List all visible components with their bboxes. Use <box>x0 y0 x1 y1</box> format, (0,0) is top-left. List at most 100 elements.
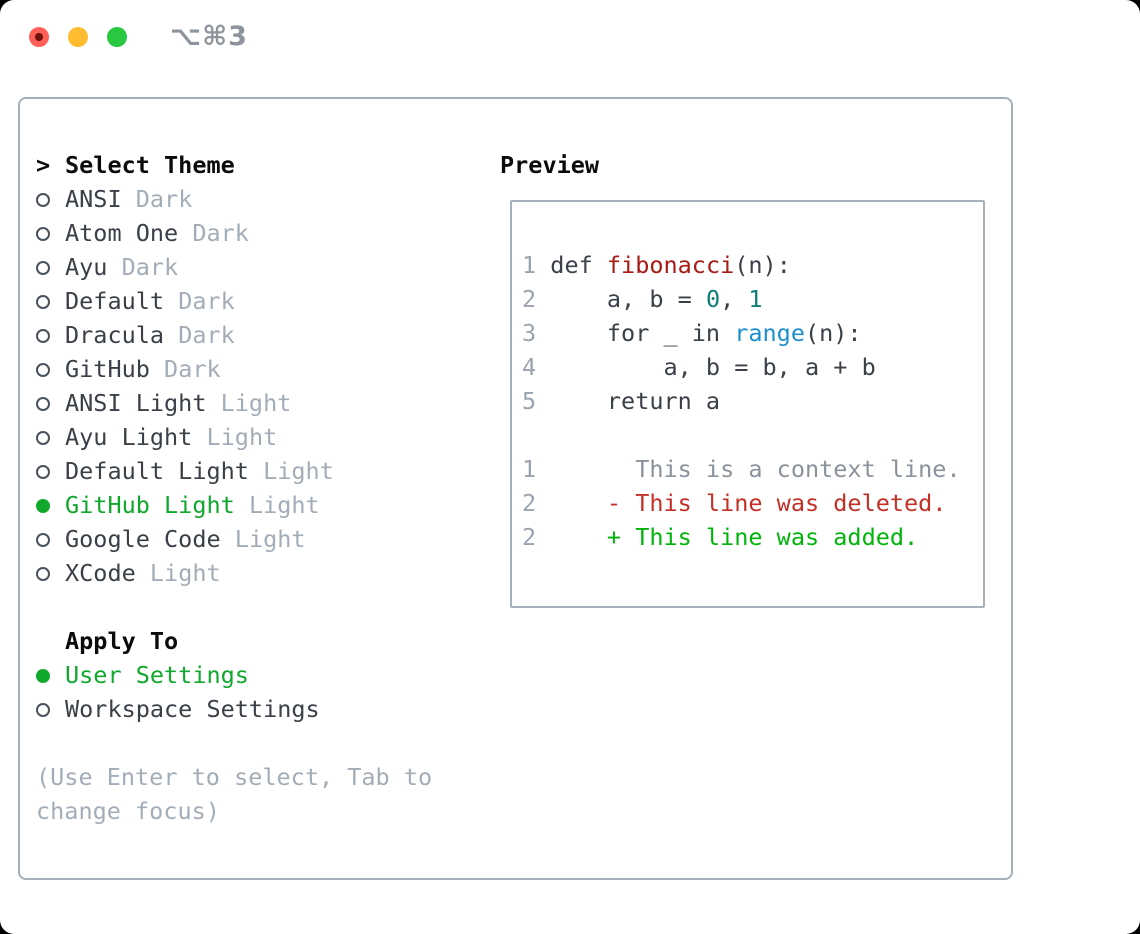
code-line <box>522 418 983 452</box>
code-token-func: fibonacci <box>606 251 735 279</box>
code-token-code: for _ in <box>536 319 735 347</box>
theme-variant-label: Light <box>149 559 221 587</box>
select-theme-title: Select Theme <box>65 151 235 179</box>
theme-option-xcode[interactable]: XCode Light <box>36 556 432 590</box>
theme-option-ayu[interactable]: Ayu Dark <box>36 250 432 284</box>
theme-variant-label: Dark <box>164 355 221 383</box>
option-label: Workspace Settings <box>65 695 320 723</box>
help-text: (Use Enter to select, Tab to change focus… <box>36 760 432 828</box>
radio-icon <box>36 216 65 250</box>
radio-icon <box>36 692 65 726</box>
option-label: Google Code <box>65 525 221 553</box>
minimize-button[interactable] <box>68 27 88 47</box>
code-token-context: This is a context line. <box>536 455 961 483</box>
option-label: Default Light <box>65 457 249 485</box>
preview-title: Preview <box>500 151 600 179</box>
radio-icon <box>36 386 65 420</box>
help-text-line: (Use Enter to select, Tab to <box>36 763 433 791</box>
theme-option-default[interactable]: Default Dark <box>36 284 432 318</box>
theme-variant-label: Dark <box>192 219 249 247</box>
code-token-num: 0 <box>705 285 721 313</box>
code-line: 1 def fibonacci(n): <box>522 248 983 282</box>
theme-variant-label: Dark <box>178 321 235 349</box>
theme-option-github-light[interactable]: GitHub Light Light <box>36 488 432 522</box>
code-token-added: + This line was added. <box>536 523 919 551</box>
theme-option-ayu-light[interactable]: Ayu Light Light <box>36 420 432 454</box>
code-token-builtin: range <box>734 319 805 347</box>
option-label: Atom One <box>65 219 179 247</box>
code-line: 2 - This line was deleted. <box>522 486 983 520</box>
line-number: 4 <box>522 353 537 381</box>
apply-option-user-settings[interactable]: User Settings <box>36 658 432 692</box>
theme-option-ansi-light[interactable]: ANSI Light Light <box>36 386 432 420</box>
code-token-code: a, b = <box>536 285 706 313</box>
option-label: Ayu <box>65 253 108 281</box>
theme-option-ansi[interactable]: ANSI Dark <box>36 182 432 216</box>
theme-option-github[interactable]: GitHub Dark <box>36 352 432 386</box>
radio-icon <box>36 420 65 454</box>
option-label: User Settings <box>65 661 249 689</box>
preview-header: Preview <box>500 148 985 182</box>
option-label: XCode <box>65 559 136 587</box>
section-gap <box>36 590 432 624</box>
code-token-deleted: - This line was deleted. <box>536 489 947 517</box>
apply-to-header: Apply To <box>36 624 432 658</box>
radio-icon <box>36 556 65 590</box>
option-label: Ayu Light <box>65 423 193 451</box>
window-title: ⌥⌘3 <box>170 21 248 52</box>
radio-icon <box>36 522 65 556</box>
code-token-code: (n): <box>734 251 791 279</box>
radio-icon <box>36 182 65 216</box>
select-theme-header: > Select Theme <box>36 148 432 182</box>
theme-variant-label: Light <box>220 389 292 417</box>
theme-variant-label: Dark <box>135 185 193 213</box>
line-number: 2 <box>522 523 537 551</box>
option-label: ANSI <box>65 185 122 213</box>
code-line: 2 + This line was added. <box>522 520 983 554</box>
radio-icon <box>36 318 65 352</box>
radio-selected-icon <box>36 488 65 522</box>
help-text-line: change focus) <box>36 797 220 825</box>
theme-variant-label: Light <box>234 525 306 553</box>
option-label: Default <box>65 287 165 315</box>
radio-icon <box>36 284 65 318</box>
close-button[interactable] <box>29 27 49 47</box>
code-line: 3 for _ in range(n): <box>522 316 983 350</box>
theme-variant-label: Light <box>263 457 334 485</box>
line-number: 5 <box>522 387 537 415</box>
line-number: 1 <box>522 251 537 279</box>
apply-option-workspace-settings[interactable]: Workspace Settings <box>36 692 432 726</box>
zoom-button[interactable] <box>107 27 127 47</box>
option-label: GitHub Light <box>65 491 235 519</box>
line-number: 2 <box>522 285 537 313</box>
theme-option-dracula[interactable]: Dracula Dark <box>36 318 432 352</box>
focus-caret-icon: > <box>36 151 51 179</box>
code-line: 4 a, b = b, a + b <box>522 350 983 384</box>
theme-variant-label: Light <box>206 423 278 451</box>
radio-icon <box>36 352 65 386</box>
theme-variant-label: Light <box>248 491 320 519</box>
option-label: GitHub <box>65 355 150 383</box>
theme-option-atom-one[interactable]: Atom One Dark <box>36 216 432 250</box>
theme-option-google-code[interactable]: Google Code Light <box>36 522 432 556</box>
code-token-code: (n): <box>804 319 862 347</box>
apply-to-title: Apply To <box>65 627 179 655</box>
section-gap <box>36 726 432 760</box>
theme-option-default-light[interactable]: Default Light Light <box>36 454 432 488</box>
code-token-code: return a <box>536 387 721 415</box>
line-number: 2 <box>522 489 537 517</box>
code-token-num: 1 <box>748 285 763 313</box>
radio-icon <box>36 454 65 488</box>
code-token-code: def <box>536 251 607 279</box>
code-token-code: , <box>720 285 749 313</box>
radio-icon <box>36 250 65 284</box>
theme-variant-label: Dark <box>121 253 179 281</box>
preview-section: Preview 1 def fibonacci(n):2 a, b = 0, 1… <box>500 148 985 608</box>
titlebar: ⌥⌘3 <box>0 0 1140 97</box>
